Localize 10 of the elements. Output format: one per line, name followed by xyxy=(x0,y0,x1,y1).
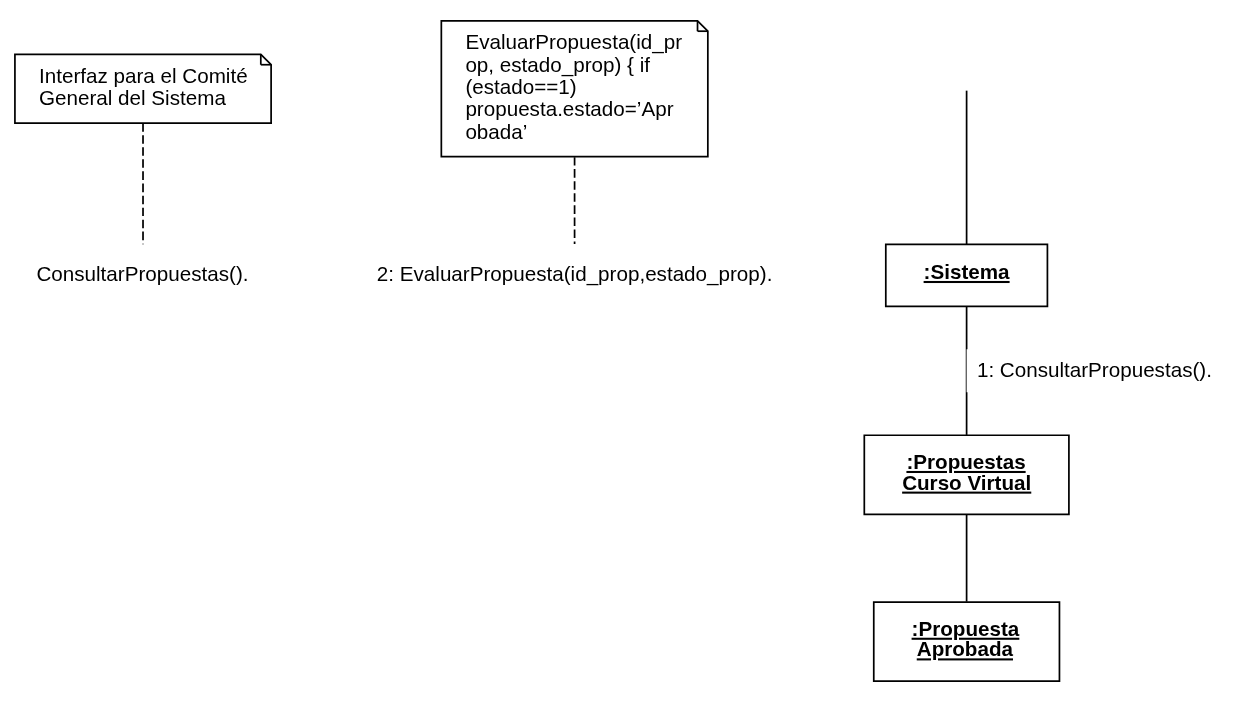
node-box: :Propuesta Aprobada xyxy=(872,601,1061,682)
connector xyxy=(573,156,576,245)
connector xyxy=(965,305,968,436)
node-text: 2: EvaluarPropuesta(id_prop,estado_prop). xyxy=(376,261,773,285)
connector xyxy=(965,89,968,246)
node-text: ConsultarPropuestas(). xyxy=(36,261,249,285)
edge-label: 1: ConsultarPropuestas(). xyxy=(976,357,1212,381)
node-box: :Sistema xyxy=(884,243,1049,308)
node-box: :Propuestas Curso Virtual xyxy=(863,434,1070,516)
connector xyxy=(965,513,968,603)
